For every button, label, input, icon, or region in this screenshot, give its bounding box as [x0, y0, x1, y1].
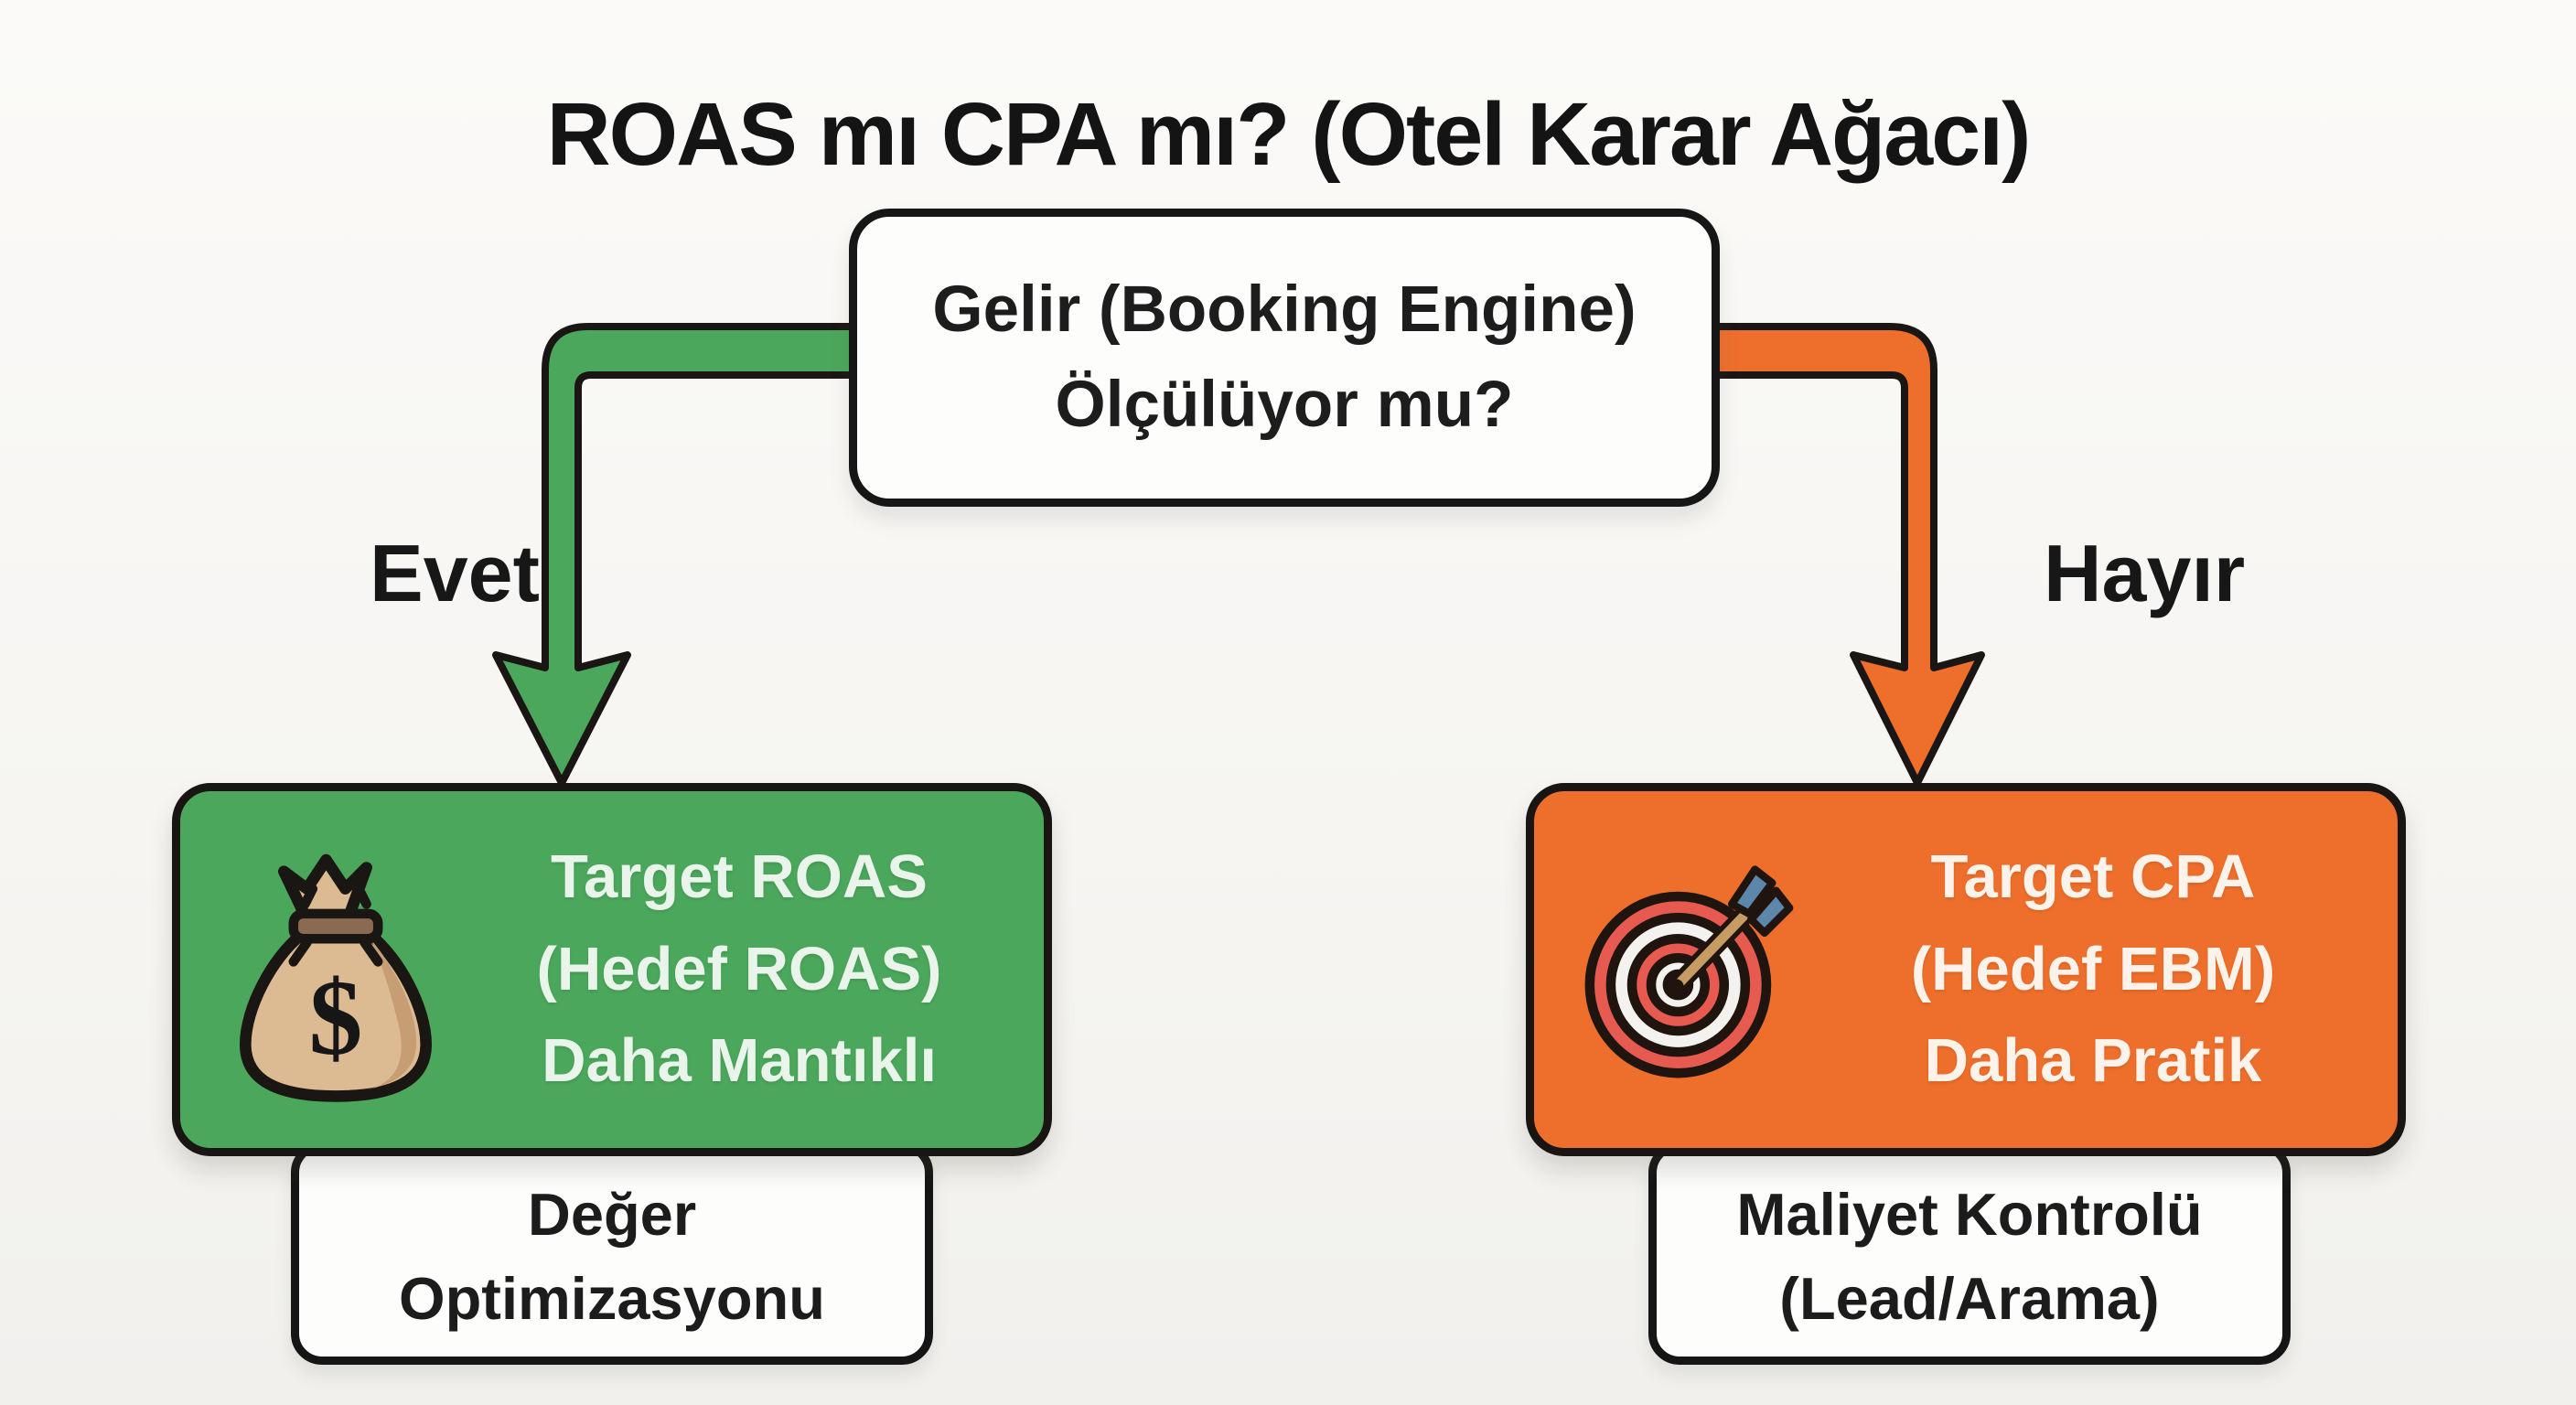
- branch-label-yes: Evet: [370, 528, 540, 618]
- outcome-node-cpa: Target CPA (Hedef EBM) Daha Pratik: [1526, 783, 2406, 1156]
- branch-label-no: Hayır: [2044, 528, 2246, 618]
- roas-line-1: Target ROAS: [551, 842, 928, 912]
- decision-node: Gelir (Booking Engine) Ölçülüyor mu?: [849, 209, 1720, 507]
- roas-note-box: Değer Optimizasyonu: [291, 1142, 933, 1365]
- decision-line-2: Ölçülüyor mu?: [1055, 369, 1514, 441]
- money-bag-icon: $: [240, 853, 433, 1102]
- no-arrow-icon: [1709, 323, 1985, 787]
- cpa-line-3: Daha Pratik: [1924, 1026, 2262, 1096]
- cpa-line-2: (Hedef EBM): [1910, 934, 2276, 1003]
- roas-node-text: Target ROAS (Hedef ROAS) Daha Mantıklı: [447, 791, 1031, 1148]
- cpa-line-1: Target CPA: [1930, 842, 2256, 912]
- cpa-node-text: Target CPA (Hedef EBM) Daha Pratik: [1801, 791, 2385, 1148]
- cpa-note-line-2: (Lead/Arama): [1779, 1265, 2160, 1332]
- roas-line-3: Daha Mantıklı: [542, 1026, 937, 1096]
- roas-note-line-2: Optimizasyonu: [399, 1265, 825, 1332]
- roas-note-line-1: Değer: [527, 1180, 697, 1248]
- cpa-note-line-1: Maliyet Kontrolü: [1736, 1180, 2203, 1248]
- dollar-sign: $: [309, 959, 363, 1078]
- cpa-note-box: Maliyet Kontrolü (Lead/Arama): [1648, 1142, 2291, 1365]
- yes-arrow-icon: [492, 323, 864, 787]
- page-title: ROAS mı CPA mı? (Otel Karar Ağacı): [546, 83, 2032, 184]
- decision-line-1: Gelir (Booking Engine): [932, 273, 1637, 346]
- roas-line-2: (Hedef ROAS): [536, 934, 942, 1003]
- target-icon: [1584, 865, 1794, 1078]
- outcome-node-roas: $ Target ROAS (Hedef ROAS) Daha Mantıklı: [172, 783, 1052, 1156]
